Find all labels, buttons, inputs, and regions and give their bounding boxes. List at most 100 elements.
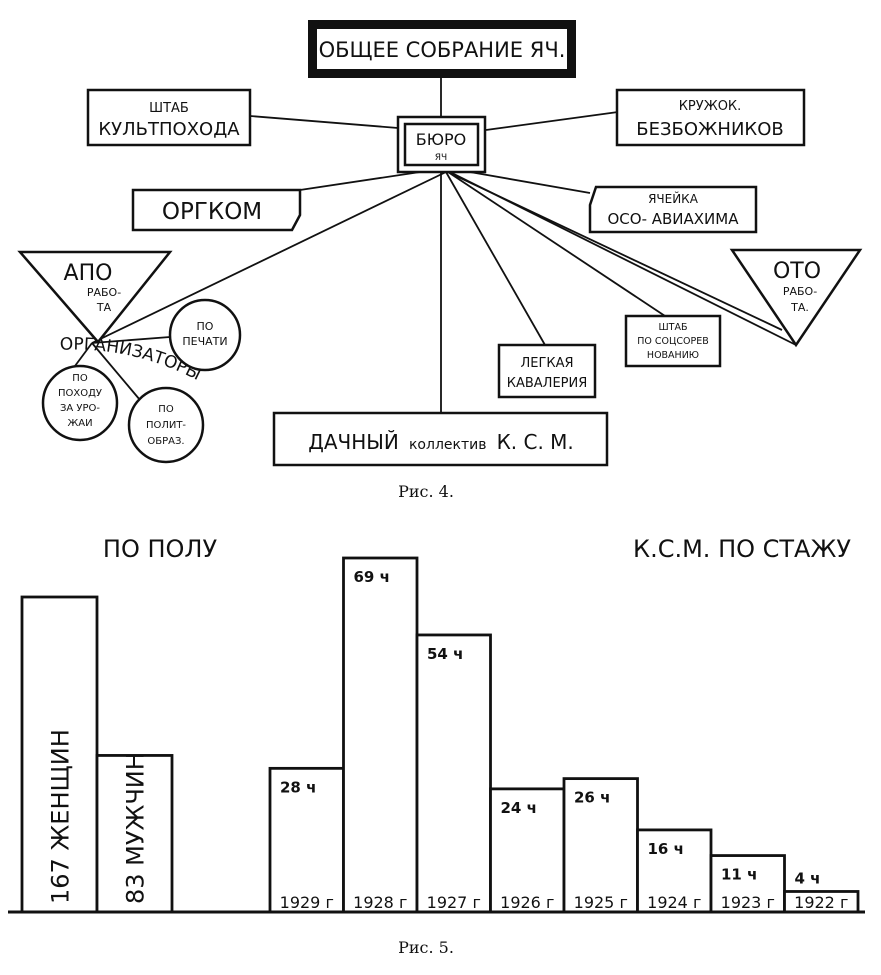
fig5-charts: ПО ПОЛУ К.С.М. ПО СТАЖУ 167 ЖЕНЩИН 83 МУЖ… — [8, 535, 865, 957]
apo-sub2: ТА — [96, 301, 112, 314]
press-line2: ПЕЧАТИ — [182, 335, 227, 348]
press-line1: ПО — [197, 320, 214, 333]
edge-bureau-osoaviakhim — [469, 171, 591, 194]
edge-bureau-atheists — [485, 111, 619, 131]
sex-bar-label-0: 167 ЖЕНЩИН — [47, 729, 75, 904]
fig5-caption: Рис. 5. — [398, 938, 454, 957]
node-orgkom: ОРГКОМ — [131, 188, 302, 232]
competition-line1: ШТАБ — [659, 322, 688, 333]
kultpokhod-line1: ШТАБ — [149, 101, 189, 116]
node-dacha-collective: ДАЧНЫЙ коллектив К. С. М. — [272, 411, 609, 467]
tenure-year-label-1: 1928 г — [353, 893, 407, 912]
dacha-label: ДАЧНЫЙ коллектив К. С. М. — [308, 430, 574, 454]
harvest-line2: ПОХОДУ — [58, 388, 102, 399]
tenure-year-label-2: 1927 г — [427, 893, 481, 912]
apo-title: АПО — [64, 261, 113, 286]
chart-tenure-title: К.С.М. ПО СТАЖУ — [633, 535, 851, 563]
node-competition-staff: ШТАБ ПО СОЦСОРЕВ НОВАНИЮ — [624, 314, 722, 368]
polit-line3: ОБРАЗ. — [147, 436, 184, 447]
tenure-bar-1 — [342, 556, 419, 914]
press-circle — [168, 298, 242, 372]
tenure-bar-3 — [489, 787, 566, 914]
harvest-circle — [41, 364, 119, 442]
orgkom-shape — [131, 188, 302, 232]
dacha-word-3: К. С. М. — [497, 430, 574, 454]
harvest-line4: ЖАИ — [67, 418, 92, 429]
tenure-year-label-4: 1925 г — [574, 893, 628, 912]
polit-circle — [127, 386, 205, 464]
bureau-sublabel: ЯЧ — [435, 153, 447, 163]
kultpokhod-box — [86, 88, 252, 147]
cavalry-box — [497, 343, 597, 399]
node-press-organizer: ПО ПЕЧАТИ — [168, 298, 242, 372]
general-meeting-label: ОБЩЕЕ СОБРАНИЕ ЯЧ. — [319, 38, 566, 62]
polit-line1: ПО — [158, 404, 174, 415]
tenure-bar-2 — [415, 633, 492, 914]
edge-bureau-orgkom — [299, 171, 421, 191]
oto-title: ОТО — [773, 259, 821, 284]
node-polit-organizer: ПО ПОЛИТ- ОБРАЗ. — [127, 386, 205, 464]
competition-line3: НОВАНИЮ — [647, 350, 699, 361]
cavalry-line2: КАВАЛЕРИЯ — [507, 376, 588, 391]
tenure-value-label-4: 26 ч — [574, 789, 610, 807]
node-apo: АПО РАБО- ТА — [17, 250, 173, 344]
edge-bureau-organizers — [91, 171, 447, 344]
node-bureau: БЮРО ЯЧ — [396, 115, 487, 174]
tenure-value-label-1: 69 ч — [354, 568, 390, 586]
oto-sub2: ТА. — [790, 301, 809, 314]
edge-organizers-press — [91, 336, 171, 344]
dacha-box — [272, 411, 609, 467]
edge-bureau-oto-2 — [451, 173, 783, 331]
node-oto: ОТО РАБО- ТА. — [729, 248, 863, 348]
osoaviakhim-shape — [588, 185, 758, 234]
tenure-year-label-5: 1924 г — [647, 893, 701, 912]
tenure-year-label-7: 1922 г — [794, 893, 848, 912]
edge-bureau-cavalry — [445, 171, 546, 346]
org-diagram: ОБЩЕЕ СОБРАНИЕ ЯЧ. БЮРО ЯЧ ШТАБ КУЛЬТПОХ… — [17, 20, 863, 501]
osoaviakhim-line1: ЯЧЕЙКА — [648, 191, 699, 206]
node-light-cavalry: ЛЕГКАЯ КАВАЛЕРИЯ — [497, 343, 597, 399]
orgkom-label: ОРГКОМ — [162, 199, 262, 225]
osoaviakhim-line2: ОСО- АВИАХИМА — [607, 210, 739, 228]
sex-bar-label-1: 83 МУЖЧИН — [122, 752, 150, 904]
node-harvest-organizer: ПО ПОХОДУ ЗА УРО- ЖАИ — [41, 364, 119, 442]
competition-line2: ПО СОЦСОРЕВ — [637, 336, 709, 347]
tenure-year-label-3: 1926 г — [500, 893, 554, 912]
edge-bureau-kultpokhod — [249, 115, 399, 129]
node-osoaviakhim-cell: ЯЧЕЙКА ОСО- АВИАХИМА — [588, 185, 758, 234]
chart-sex-title: ПО ПОЛУ — [103, 535, 218, 563]
apo-sub1: РАБО- — [87, 286, 121, 299]
polit-line2: ПОЛИТ- — [146, 420, 186, 431]
node-kultpokhod-staff: ШТАБ КУЛЬТПОХОДА — [86, 88, 252, 147]
competition-box — [624, 314, 722, 368]
cavalry-line1: ЛЕГКАЯ — [520, 356, 573, 371]
chart-sex-bars: 167 ЖЕНЩИН 83 МУЖЧИН — [20, 595, 174, 914]
edge-organizers-polit — [91, 342, 141, 401]
tenure-value-label-2: 54 ч — [427, 645, 463, 663]
atheists-line1: КРУЖОК. — [679, 99, 742, 114]
general-meeting-inner — [317, 29, 567, 69]
tenure-value-label-0: 28 ч — [280, 778, 316, 796]
tenure-year-label-6: 1923 г — [721, 893, 775, 912]
sex-bar-1 — [95, 754, 174, 914]
tenure-value-label-5: 16 ч — [648, 840, 684, 858]
bureau-label: БЮРО — [416, 130, 467, 149]
apo-triangle — [17, 250, 173, 344]
fig4-caption: Рис. 4. — [398, 482, 454, 501]
dacha-word-2: коллектив — [409, 437, 487, 453]
tenure-year-label-0: 1929 г — [280, 893, 334, 912]
edge-bureau-competition — [447, 171, 666, 317]
dacha-word-1: ДАЧНЫЙ — [308, 430, 399, 454]
atheists-line2: БЕЗБОЖНИКОВ — [636, 119, 783, 140]
tenure-value-label-7: 4 ч — [795, 869, 821, 887]
diagram-connectors — [71, 78, 797, 413]
kultpokhod-line2: КУЛЬТПОХОДА — [98, 119, 240, 140]
bureau-inner — [403, 122, 480, 167]
tenure-bar-4 — [562, 777, 639, 914]
node-general-meeting: ОБЩЕЕ СОБРАНИЕ ЯЧ. — [308, 20, 576, 78]
atheists-box — [615, 88, 806, 147]
tenure-value-label-6: 11 ч — [721, 866, 757, 884]
oto-sub1: РАБО- — [783, 285, 817, 298]
